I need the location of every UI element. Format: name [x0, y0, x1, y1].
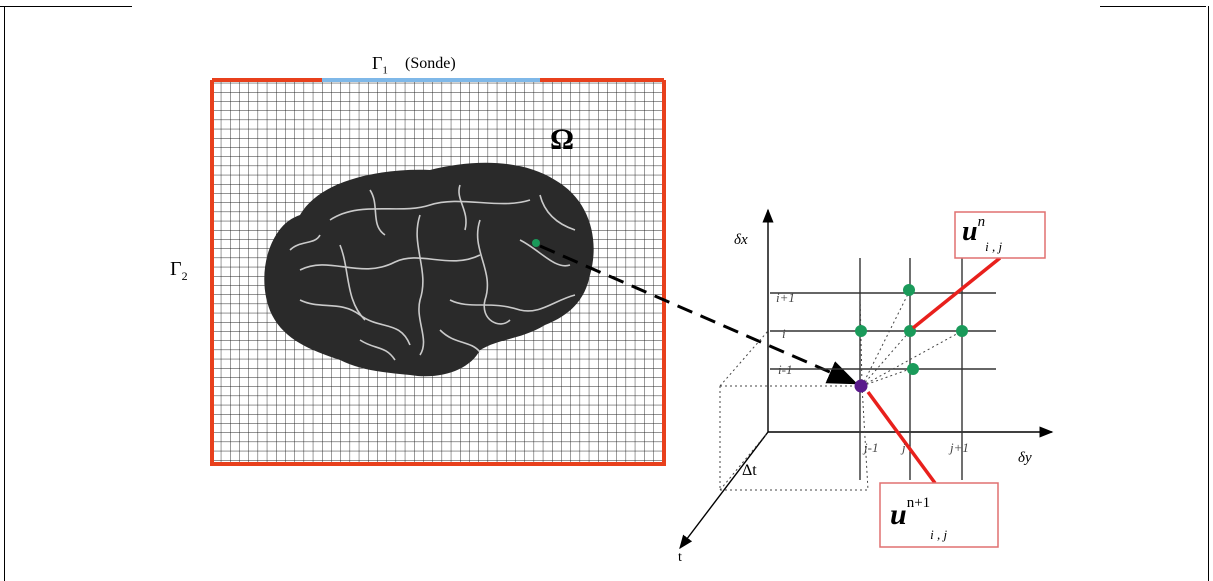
axis-y-label: δy	[1018, 450, 1032, 466]
col-j-plus-1-label: j+1	[950, 440, 969, 455]
pointer-top	[911, 256, 1002, 330]
pointer-bottom	[866, 390, 937, 485]
row-i-plus-1-label: i+1	[776, 290, 795, 305]
dashed-link-arrow	[539, 244, 858, 385]
sonde-label: (Sonde)	[405, 55, 456, 72]
callout-top-text: uni , j	[962, 213, 1003, 254]
node-new-time	[854, 379, 868, 393]
frame-top-left-line	[0, 6, 132, 7]
axis-x-label: δx	[734, 232, 748, 248]
node-i-j-plus-1	[956, 325, 968, 337]
time-slab	[719, 289, 963, 491]
frame-left-line	[4, 6, 5, 581]
callout-bottom-text: un+1i , j	[890, 495, 948, 542]
col-j-label: j	[902, 440, 906, 455]
node-i-j-minus-1	[855, 325, 867, 337]
node-i-minus-1-j	[907, 363, 919, 375]
gamma2-label: Γ2	[170, 258, 188, 283]
brain-silhouette	[264, 162, 594, 377]
omega-label: Ω	[550, 123, 575, 156]
axis-t-label: t	[678, 550, 682, 565]
callout-top-box	[954, 211, 1046, 259]
col-j-minus-1-label: j-1	[864, 440, 879, 455]
frame-top-right-line	[1100, 6, 1206, 7]
domain-grid	[210, 78, 666, 466]
row-i-label: i	[782, 326, 786, 341]
row-i-minus-1-label: i-1	[778, 362, 793, 377]
brain-node	[532, 239, 540, 247]
delta-t-label: Δt	[742, 462, 757, 479]
gamma1-label: Γ1	[372, 53, 388, 77]
callout-bottom-box	[879, 482, 999, 548]
frame-right-line	[1208, 6, 1209, 581]
node-i-plus-1-j	[903, 284, 915, 296]
axis-t-line	[679, 431, 769, 550]
stencil-nodes	[854, 284, 968, 393]
